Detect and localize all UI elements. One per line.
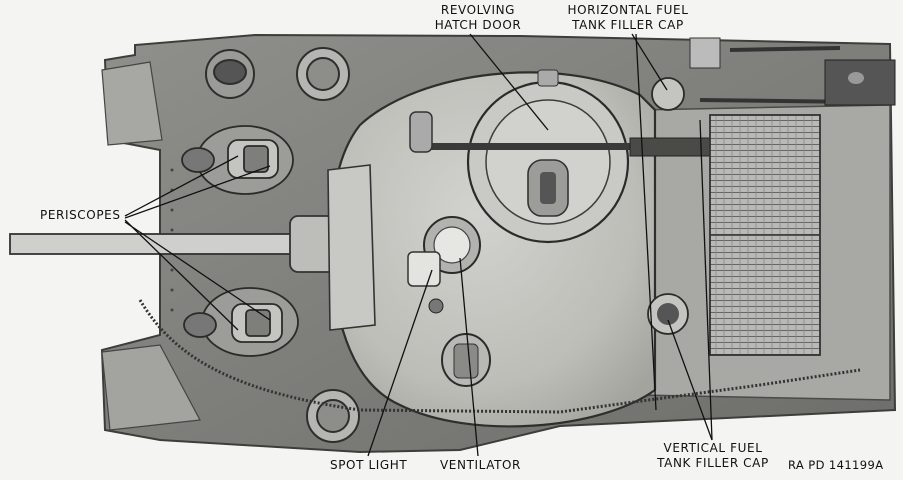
periscope-housings: [181, 125, 299, 357]
label-line: VERTICAL FUEL: [663, 441, 763, 455]
label-line: TANK FILLER CAP: [572, 18, 684, 32]
periscopes-label: PERISCOPES: [40, 208, 121, 222]
figure-reference-number: RA PD 141199A: [788, 458, 884, 472]
main-gun: [9, 215, 336, 273]
ventilator-label: VENTILATOR: [440, 458, 521, 472]
leader-lines: [124, 33, 713, 457]
horizontal-fuel-tank-filler-cap-label: HORIZONTAL FUEL TANK FILLER CAP: [548, 3, 708, 33]
label-line: HATCH DOOR: [434, 18, 522, 32]
label-line: REVOLVING: [440, 3, 516, 17]
label-line: TANK FILLER CAP: [657, 456, 769, 470]
turret: [327, 69, 758, 428]
revolving-hatch-door-label: REVOLVING HATCH DOOR: [418, 3, 538, 33]
spot-light-label: SPOT LIGHT: [330, 458, 408, 472]
engine-deck: [647, 37, 896, 356]
label-line: HORIZONTAL FUEL: [567, 3, 689, 17]
vertical-fuel-tank-filler-cap-label: VERTICAL FUEL TANK FILLER CAP: [638, 441, 788, 471]
hull-ports: [205, 47, 360, 443]
